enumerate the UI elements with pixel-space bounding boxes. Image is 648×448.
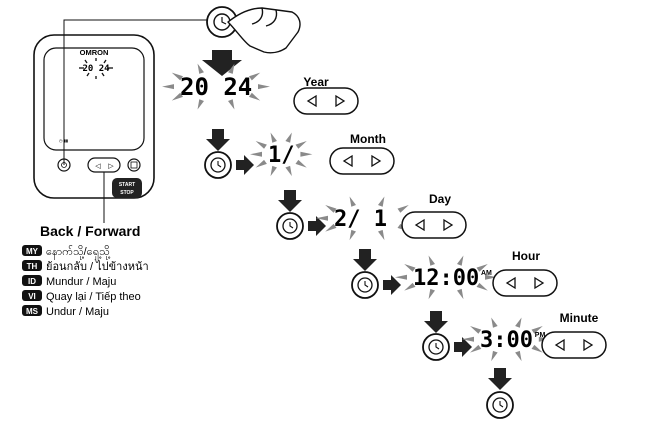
flicker-rays: [250, 132, 313, 177]
translations-list: MY နောက်သို့/ရှေ့သို့ TH ย้อนกลับ / ไปข้างห…: [22, 245, 149, 318]
memory-icon: [130, 161, 138, 169]
back-forward-buttons[interactable]: [329, 147, 395, 175]
back-forward-title: Back / Forward: [40, 223, 140, 239]
display-value: 1/: [268, 143, 295, 168]
start-label: START: [119, 182, 135, 188]
left-triangle-icon[interactable]: [306, 94, 317, 108]
language-code: MY: [26, 247, 39, 256]
step-label: Hour: [512, 249, 540, 263]
right-triangle-icon[interactable]: [371, 154, 382, 168]
back-forward-buttons[interactable]: [293, 87, 359, 115]
clock-icon: [210, 157, 226, 173]
left-triangle-icon[interactable]: [414, 218, 425, 232]
device-display-year: 20 24: [82, 64, 110, 74]
translation-text: Mundur / Maju: [46, 276, 116, 288]
display-value: 12:00: [413, 266, 479, 291]
clock-button: [204, 151, 232, 179]
clock-icon: [492, 397, 508, 413]
language-code: TH: [27, 262, 38, 271]
right-triangle-icon[interactable]: [443, 218, 454, 232]
arrow-icon: [206, 129, 230, 151]
display-value: 2/ 1: [334, 207, 387, 232]
arrow-icon: [488, 368, 512, 390]
clock-leader-line: [63, 19, 214, 165]
language-badge: [22, 245, 42, 256]
left-triangle-icon: ◁: [95, 162, 101, 170]
back-forward-buttons[interactable]: [541, 331, 607, 359]
right-triangle-icon[interactable]: [335, 94, 346, 108]
display-value: 3:00: [480, 328, 533, 353]
back-forward-buttons[interactable]: [401, 211, 467, 239]
arrow-icon: [278, 190, 302, 212]
step-day: 2/ 1 Day: [276, 192, 467, 271]
translation-text: Undur / Maju: [46, 306, 109, 318]
arrow-icon: [454, 337, 472, 357]
flicker-rays: [395, 255, 497, 300]
step-label: Day: [429, 192, 451, 206]
am-pm-indicator: AM: [481, 270, 492, 277]
clock-icon: [282, 218, 298, 234]
language-badge: [22, 275, 42, 286]
translation-item: TH ย้อนกลับ / ไปข้างหน้า: [22, 260, 149, 273]
arrow-icon: [202, 50, 242, 76]
language-badge: [22, 305, 42, 316]
clock-icon: [428, 339, 444, 355]
clock-button: [486, 391, 514, 419]
clock-button: [422, 333, 450, 361]
display-value: 20 24: [180, 73, 252, 101]
step-label: Minute: [560, 311, 599, 325]
am-pm-indicator: PM: [535, 332, 546, 339]
translation-item: MY နောက်သို့/ရှေ့သို့: [22, 245, 110, 260]
translation-text: Quay lại / Tiếp theo: [46, 291, 141, 303]
device-memory-button[interactable]: [127, 158, 141, 172]
step-label: Year: [303, 75, 329, 89]
pointing-hand-icon: [227, 7, 301, 54]
monitor-device: OMRON 20 24 ◷ ▮▮ ◁ ▷ START STOP: [33, 19, 214, 223]
brand-logo: OMRON: [80, 48, 109, 57]
clock-button: [351, 271, 379, 299]
flicker-rays: [316, 196, 418, 241]
top-clock-button: [206, 6, 238, 38]
language-code: ID: [28, 277, 36, 286]
clock-button: [276, 212, 304, 240]
back-forward-buttons[interactable]: [492, 269, 558, 297]
device-display-rays: [79, 58, 113, 79]
arrow-icon: [236, 155, 254, 175]
stop-label: STOP: [120, 190, 134, 196]
arrow-icon: [308, 216, 326, 236]
device-start-stop-button[interactable]: [112, 178, 142, 198]
left-triangle-icon[interactable]: [505, 276, 516, 290]
right-triangle-icon: ▷: [108, 162, 114, 170]
device-arrow-buttons[interactable]: [87, 157, 121, 173]
step-year: 20 24 Year: [162, 63, 359, 151]
step-label: Month: [350, 132, 386, 146]
translation-item: ID Mundur / Maju: [22, 275, 116, 288]
arrow-icon: [353, 249, 377, 271]
translation-text: ย้อนกลับ / ไปข้างหน้า: [46, 260, 149, 273]
right-triangle-icon[interactable]: [583, 338, 594, 352]
left-triangle-icon[interactable]: [342, 154, 353, 168]
clock-icon: [221, 17, 227, 25]
language-code: MS: [26, 307, 39, 316]
clock-icon: [357, 277, 373, 293]
flicker-rays: [462, 317, 551, 362]
left-triangle-icon[interactable]: [554, 338, 565, 352]
translation-text: နောက်သို့/ရှေ့သို့: [46, 245, 110, 260]
language-badge: [22, 290, 42, 301]
arrow-icon: [383, 275, 401, 295]
language-badge: [22, 260, 42, 271]
language-code: VI: [28, 292, 36, 301]
translation-item: VI Quay lại / Tiếp theo: [22, 290, 141, 303]
arrow-icon: [424, 311, 448, 333]
flicker-rays: [162, 63, 270, 110]
right-triangle-icon[interactable]: [534, 276, 545, 290]
translation-item: MS Undur / Maju: [22, 305, 109, 318]
step-month: 1/Month: [204, 132, 395, 212]
